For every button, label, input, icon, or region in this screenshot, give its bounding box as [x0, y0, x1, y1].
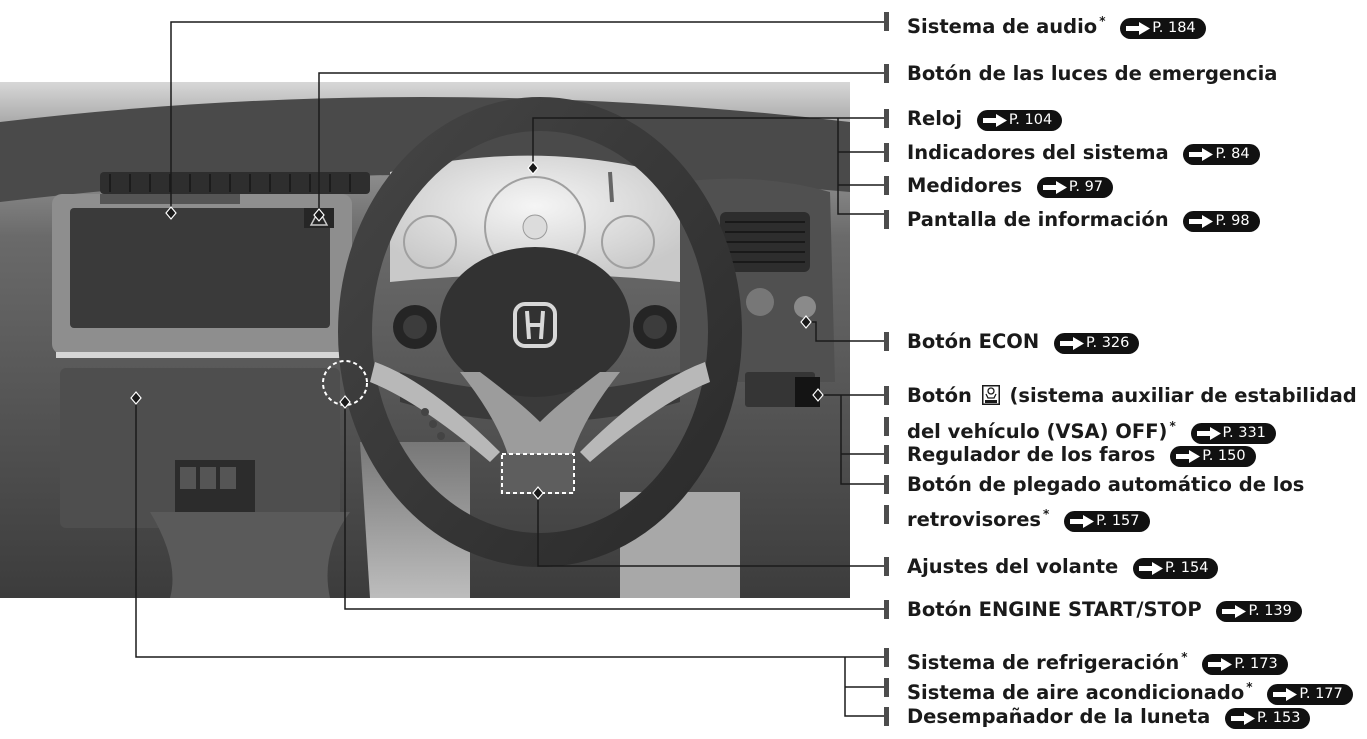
label-text: Reloj [907, 107, 963, 130]
arrow-right-icon [1139, 562, 1164, 575]
arrow-right-icon [1176, 450, 1201, 463]
arrow-right-icon [1273, 688, 1298, 701]
label-text: (sistema auxiliar de estabilidad [1009, 384, 1357, 407]
footnote-star: * [1099, 14, 1106, 28]
label-audio-system: Sistema de audio* P. 184 [884, 9, 1206, 39]
honda-logo [513, 302, 557, 348]
page-ref-audio[interactable]: P. 184 [1120, 18, 1206, 39]
footnote-star: * [1246, 680, 1253, 694]
page-ref-defrost[interactable]: P. 153 [1225, 708, 1311, 729]
arrow-right-icon [1070, 515, 1095, 528]
label-mirror-fold-line1: Botón de plegado automático de los [884, 472, 1304, 497]
page-ref-econ[interactable]: P. 326 [1053, 333, 1140, 354]
label-hazard-button: Botón de las luces de emergencia [884, 61, 1277, 86]
arrow-right-icon [1208, 658, 1233, 671]
label-cooling-system: Sistema de refrigeración* P. 173 [884, 645, 1288, 675]
label-text: Botón ENGINE START/STOP [907, 598, 1202, 621]
arrow-right-icon [982, 114, 1007, 127]
page-ref-mirror[interactable]: P. 157 [1064, 511, 1150, 532]
label-air-conditioning: Sistema de aire acondicionado* P. 177 [884, 675, 1353, 705]
footnote-star: * [1181, 650, 1188, 664]
label-mirror-fold-line2: retrovisores* P. 157 [884, 502, 1150, 532]
label-headlight-adjuster: Regulador de los faros P. 150 [884, 442, 1256, 467]
arrow-right-icon [1231, 712, 1256, 725]
arrow-right-icon [1189, 215, 1214, 228]
label-text: retrovisores [907, 508, 1042, 531]
page-ref-gauges[interactable]: P. 97 [1036, 177, 1114, 198]
label-text: Botón de plegado automático de los [907, 473, 1305, 496]
label-info-display: Pantalla de información P. 98 [884, 207, 1260, 232]
label-text: Medidores [907, 174, 1023, 197]
page-ref-engine[interactable]: P. 139 [1216, 601, 1302, 622]
label-text: Pantalla de información [907, 208, 1169, 231]
vsa-off-icon [981, 385, 1000, 405]
arrow-right-icon [1196, 427, 1221, 440]
label-text: Sistema de aire acondicionado [907, 681, 1245, 704]
arrow-right-icon [1042, 181, 1067, 194]
label-clock: Reloj P. 104 [884, 106, 1063, 131]
label-rear-defroster: Desempañador de la luneta P. 153 [884, 704, 1311, 729]
label-text: Regulador de los faros [907, 443, 1156, 466]
arrow-right-icon [1189, 148, 1214, 161]
label-econ-button: Botón ECON P. 326 [884, 329, 1140, 354]
label-engine-start-stop: Botón ENGINE START/STOP P. 139 [884, 597, 1302, 622]
page-ref-clock[interactable]: P. 104 [976, 110, 1063, 131]
label-text: Botón de las luces de emergencia [907, 62, 1278, 85]
label-steering-adjust: Ajustes del volante P. 154 [884, 554, 1219, 579]
label-text: Botón ECON [907, 330, 1040, 353]
footnote-star: * [1043, 507, 1050, 521]
label-text: Sistema de refrigeración [907, 651, 1180, 674]
page-ref-indicators[interactable]: P. 84 [1183, 144, 1260, 165]
hazard-triangle-icon [309, 208, 329, 226]
page-ref-headlight[interactable]: P. 150 [1170, 446, 1256, 467]
label-text: Desempañador de la luneta [907, 705, 1211, 728]
label-vsa-line1: Botón (sistema auxiliar de estabilidad [884, 383, 1357, 408]
dashboard-photo [0, 82, 850, 598]
label-system-indicators: Indicadores del sistema P. 84 [884, 140, 1260, 165]
page-ref-info[interactable]: P. 98 [1183, 211, 1260, 232]
arrow-right-icon [1126, 22, 1151, 35]
label-text: Botón [907, 384, 972, 407]
footnote-star: * [1169, 419, 1176, 433]
label-text: del vehículo (VSA) OFF) [907, 420, 1168, 443]
label-text: Indicadores del sistema [907, 141, 1169, 164]
arrow-right-icon [1059, 337, 1084, 350]
label-text: Ajustes del volante [907, 555, 1119, 578]
page-ref-steering[interactable]: P. 154 [1133, 558, 1219, 579]
page-ref-cooling[interactable]: P. 173 [1202, 654, 1288, 675]
label-vsa-line2: del vehículo (VSA) OFF)* P. 331 [884, 414, 1276, 444]
page-ref-ac[interactable]: P. 177 [1267, 684, 1353, 705]
arrow-right-icon [1222, 605, 1247, 618]
page-ref-vsa[interactable]: P. 331 [1190, 423, 1276, 444]
label-text: Sistema de audio [907, 15, 1098, 38]
label-gauges: Medidores P. 97 [884, 173, 1114, 198]
